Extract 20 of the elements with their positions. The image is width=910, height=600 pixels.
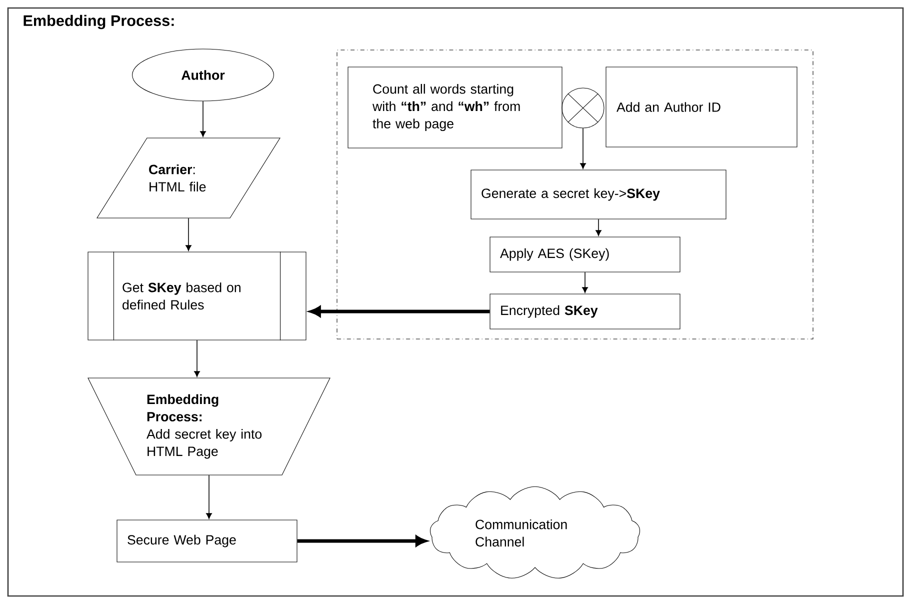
process-box: Add an Author ID	[606, 66, 798, 148]
arrow	[194, 340, 200, 377]
process-box: Count all words starting with “th” and “wh” from the web page	[348, 66, 562, 148]
title: Embedding Process:	[24, 14, 174, 30]
arrow	[580, 128, 586, 169]
arrow	[310, 306, 490, 317]
process-trapezoid: Embedding Process: Add secret key into HTML Page	[88, 378, 330, 476]
input-parallelogram: Carrier: HTML file	[96, 138, 280, 218]
arrow	[596, 218, 602, 236]
process-box: Get SKey based on defined Rules	[88, 251, 306, 341]
arrow	[206, 474, 212, 519]
process-box: Secure Web Page	[116, 520, 298, 562]
arrow	[582, 272, 588, 293]
process-box: Encrypted SKey	[490, 294, 680, 330]
arrow	[200, 100, 206, 137]
summing-junction-circle	[562, 88, 604, 128]
arrow	[186, 218, 192, 251]
process-box: Generate a secret key->SKey	[470, 170, 726, 220]
dashed-group-box	[336, 50, 814, 340]
process-box: Apply AES (SKey)	[490, 236, 680, 272]
